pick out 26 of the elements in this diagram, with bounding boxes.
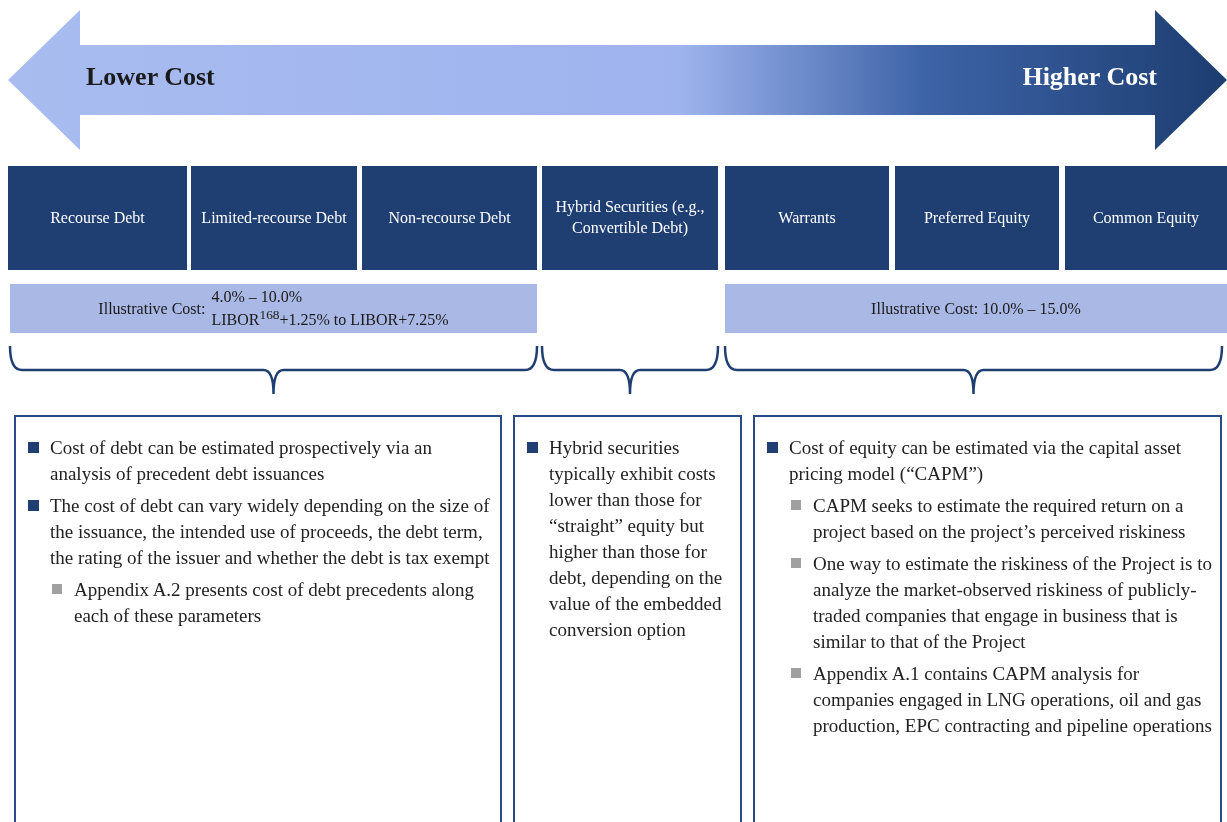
cost-label: Illustrative Cost: [98, 299, 206, 318]
bullet-text: Cost of equity can be estimated via the capital asset pricing model (“CAPM”) [789, 437, 1181, 484]
category-box: Preferred Equity [895, 166, 1059, 270]
category-box: Non-recourse Debt [362, 166, 537, 270]
text-panel [753, 415, 1222, 822]
bullet-text: The cost of debt can vary widely depending on the size of the issuance, the intended use of proceeds, the debt term, the rating of the issuer and whether the debt is tax exempt [50, 495, 490, 569]
cost-range: 4.0% – 10.0% [211, 286, 304, 307]
cost-bar [10, 284, 537, 333]
category-box: Recourse Debt [8, 166, 187, 270]
bullet-text: Hybrid securities typically exhibit costs lower than those for “straight” equity but higher than those for debt, depending on the value of the embedded conversion option [549, 437, 723, 641]
category-box: Hybrid Securities (e.g., Convertible Debt) [542, 166, 718, 270]
text-panel [513, 415, 742, 822]
text-panel [14, 415, 502, 822]
bullet-text: CAPM seeks to estimate the required return on a project based on the project’s perceived riskiness [813, 495, 1186, 543]
cost-bar [725, 284, 1227, 333]
bullet-text: One way to estimate the riskiness of the Project is to analyze the market-observed riskiness of publicly-traded companies that engage in business that is similar to that of the Project [813, 553, 1212, 653]
arrow-label: Higher Cost [1022, 62, 1157, 92]
category-box: Limited-recourse Debt [191, 166, 357, 270]
category-box: Common Equity [1065, 166, 1227, 270]
cost-range: Illustrative Cost: 10.0% – 15.0% [871, 299, 1081, 318]
bullet-text: Appendix A.2 presents cost of debt precedents along each of these parameters [74, 579, 474, 627]
cost-range: LIBOR$^{168}$+1.25% to LIBOR+7.25% [211, 306, 449, 331]
bullet-text: Cost of debt can be estimated prospectively via an analysis of precedent debt issuances [50, 437, 432, 484]
category-box: Warrants [725, 166, 889, 270]
bullet-text: Appendix A.1 contains CAPM analysis for companies engaged in LNG operations, oil and gas production, EPC contracting and pipeline operations [813, 663, 1212, 737]
arrow-label: Lower Cost [86, 62, 215, 92]
